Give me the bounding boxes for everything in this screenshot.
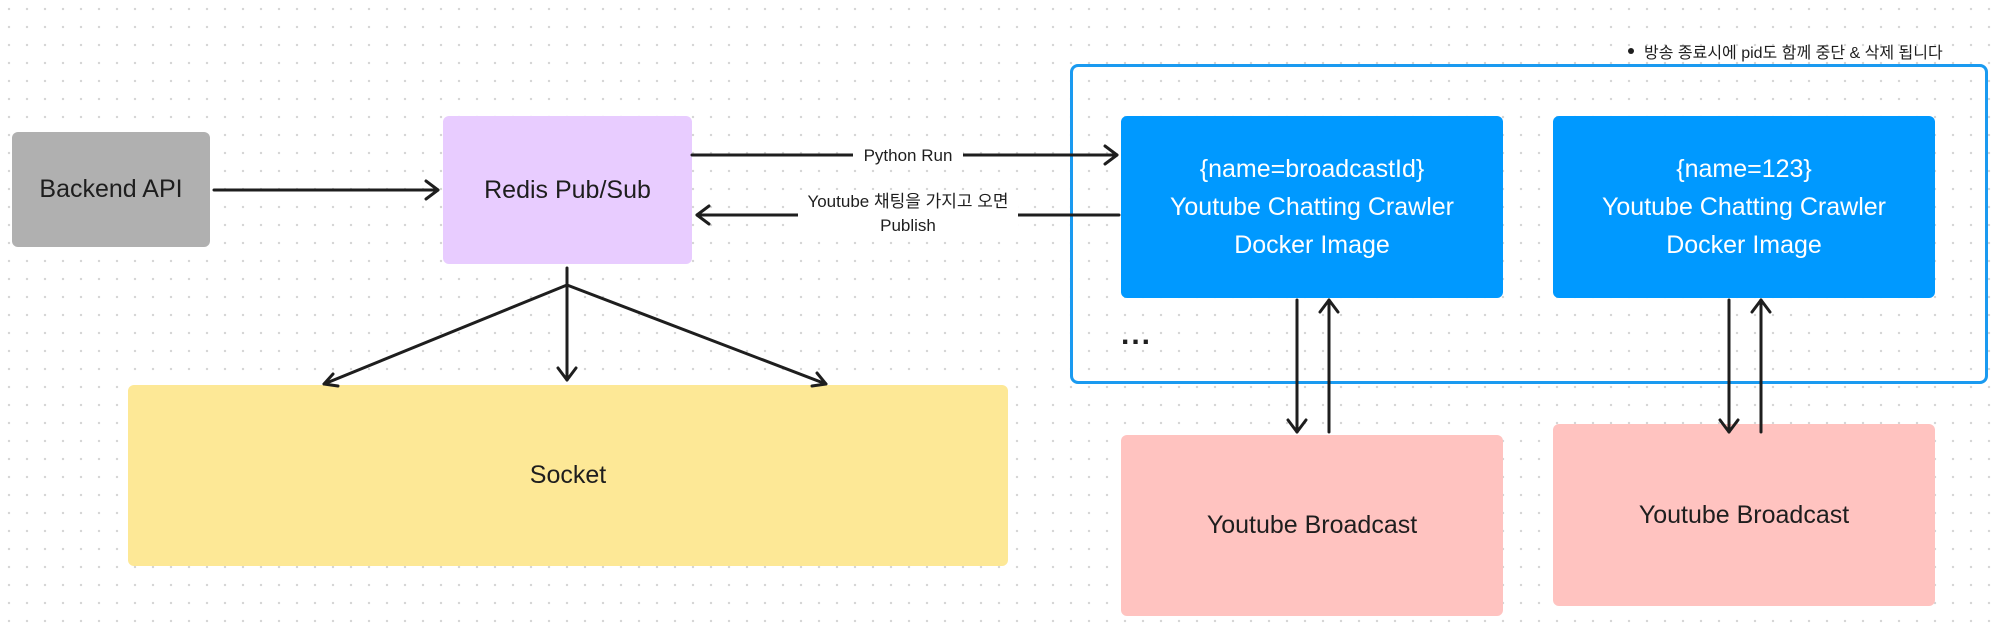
socket-node[interactable]: Socket: [128, 385, 1008, 566]
crawler-group-frame: [1070, 64, 1988, 384]
arrow-broadcast1-to-crawler1: [1318, 298, 1340, 434]
arrow-crawler2-to-broadcast2: [1718, 298, 1740, 434]
crawler-1-title: Youtube Chatting Crawler: [1170, 193, 1454, 221]
crawler-2-name: {name=123}: [1676, 155, 1812, 183]
bullet-icon: [1628, 48, 1634, 54]
publish-label-line2: Publish: [880, 216, 936, 235]
broadcast-1-label: Youtube Broadcast: [1206, 511, 1418, 539]
crawler-docker-node-123[interactable]: {name=123} Youtube Chatting Crawler Dock…: [1553, 116, 1935, 298]
crawler-1-name: {name=broadcastId}: [1199, 155, 1425, 183]
broadcast-2-label: Youtube Broadcast: [1638, 500, 1850, 529]
crawler-1-subtitle: Docker Image: [1234, 231, 1390, 259]
youtube-broadcast-node-2[interactable]: Youtube Broadcast: [1553, 424, 1935, 606]
crawler-2-title: Youtube Chatting Crawler: [1602, 193, 1886, 221]
crawler-docker-node-broadcastid[interactable]: {name=broadcastId} Youtube Chatting Craw…: [1121, 116, 1503, 298]
backend-api-label: Backend API: [39, 175, 183, 203]
arrow-redis-to-socket-right: [565, 283, 828, 388]
redis-pubsub-label: Redis Pub/Sub: [484, 175, 651, 204]
publish-label: Youtube 채팅을 가지고 오면 Publish: [798, 190, 1018, 238]
arrow-broadcast2-to-crawler2: [1750, 298, 1772, 434]
more-crawlers-ellipsis: ...: [1121, 318, 1153, 351]
redis-pubsub-node[interactable]: Redis Pub/Sub: [443, 116, 692, 264]
crawler-2-subtitle: Docker Image: [1666, 231, 1822, 259]
publish-label-line1: Youtube 채팅을 가지고 오면: [807, 192, 1009, 211]
arrow-crawler1-to-broadcast1: [1286, 298, 1308, 434]
youtube-broadcast-node-1[interactable]: Youtube Broadcast: [1121, 435, 1503, 616]
arrow-redis-to-socket-left: [322, 266, 569, 388]
arrow-redis-to-socket-center: [556, 283, 578, 382]
arrow-backend-to-redis: [212, 179, 440, 201]
container-note: 방송 종료시에 pid도 함께 중단 & 삭제 됩니다: [1628, 39, 1943, 63]
socket-label: Socket: [529, 461, 607, 489]
python-run-label: Python Run: [853, 144, 963, 168]
backend-api-node[interactable]: Backend API: [12, 132, 210, 247]
container-note-text: 방송 종료시에 pid도 함께 중단 & 삭제 됩니다: [1644, 45, 1943, 62]
